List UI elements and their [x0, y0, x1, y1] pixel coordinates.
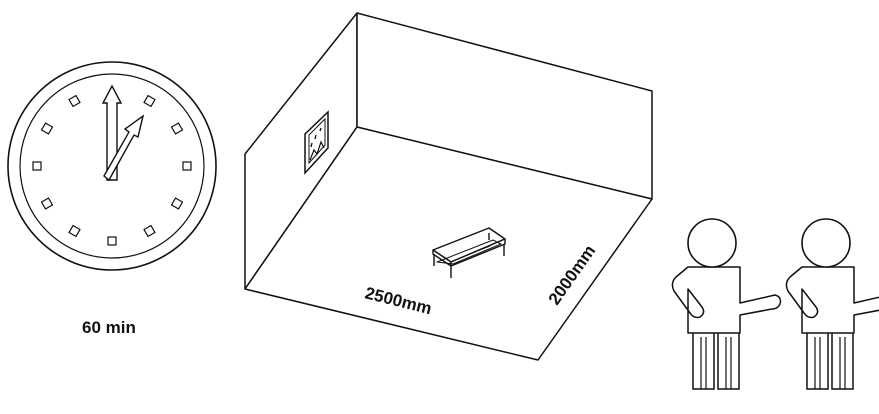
clock-hour-mark	[40, 197, 54, 210]
picture-frame-icon	[304, 110, 329, 175]
person-icon	[671, 218, 782, 390]
clock-hour-mark	[32, 161, 42, 171]
person-icon	[785, 218, 879, 390]
room-box	[244, 12, 653, 361]
clock-duration-label: 60 min	[82, 318, 136, 337]
clock-inner-rim	[19, 73, 205, 259]
clock-hour-mark	[182, 161, 192, 171]
clock-hour-hand	[103, 114, 145, 182]
clock-icon	[7, 61, 217, 271]
clock-hour-mark	[143, 94, 156, 108]
clock-hour-mark	[40, 122, 54, 135]
clock-hour-mark	[68, 94, 81, 108]
clock-outer-rim	[7, 61, 217, 271]
clock-hour-mark	[68, 224, 81, 238]
clock-hour-marks	[32, 94, 192, 246]
coffee-table-icon	[432, 227, 506, 278]
clock-hour-mark	[143, 224, 156, 238]
clock-hour-mark	[170, 197, 184, 210]
clock-hour-mark	[170, 122, 184, 135]
clock-hour-mark	[107, 236, 117, 246]
